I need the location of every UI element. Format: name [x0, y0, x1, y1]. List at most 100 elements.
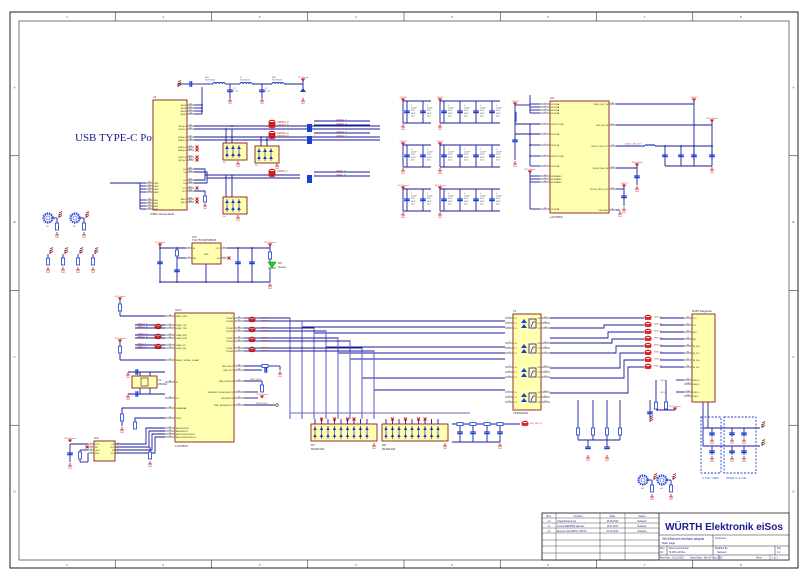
part-value: 100nF	[464, 108, 470, 110]
power-flag	[711, 120, 713, 122]
pin-number: 8	[118, 443, 119, 445]
gnd-label: GND	[268, 288, 273, 290]
pin-number: 5	[545, 123, 546, 125]
hole-ref: H2	[73, 226, 76, 228]
power-flag-label: 3V3_Board	[632, 161, 644, 164]
power-flag	[302, 79, 304, 81]
junction-dot	[693, 145, 695, 147]
part-value: 100nF	[480, 196, 486, 198]
pin-label: LEDG-	[693, 384, 700, 386]
resistor	[267, 251, 272, 260]
hole-ref: H1	[46, 226, 49, 228]
pin-label: ORG	[95, 450, 100, 452]
pin-number: 6	[118, 449, 119, 451]
column-marker: 2	[163, 563, 165, 567]
pin-label: TD+	[693, 318, 698, 320]
pin-number: 10	[544, 175, 546, 177]
pin-label: DO	[111, 453, 115, 455]
resistor	[147, 451, 152, 460]
net-port	[644, 342, 652, 348]
junction-dot	[159, 247, 161, 249]
power-flag	[69, 440, 71, 442]
resistor	[46, 257, 51, 266]
row-marker: A	[792, 85, 794, 89]
pin-label: EEDI/GPIO1	[176, 431, 189, 433]
net-label: USB2D_P	[137, 344, 147, 346]
pin-label: VSS	[95, 453, 100, 455]
power-flag	[402, 187, 404, 189]
pin-label: USB2_DP	[176, 345, 186, 347]
power-flag-label: 3V3_Board	[525, 168, 537, 171]
pin-label: NC	[217, 258, 221, 260]
net-label: USB3D2_N	[137, 337, 148, 339]
gnd-label: GND	[730, 461, 735, 463]
esd-ref: D3	[255, 165, 258, 167]
rj45-connector[interactable]: RJ45 MagJack P1TD+P2TD-P3RD+P4RD-P5BI_D3…	[684, 309, 716, 403]
pin-number: 42	[238, 327, 240, 329]
net-port	[268, 171, 276, 177]
transformer-winding	[530, 395, 535, 402]
net-label: USB2D_P	[336, 171, 346, 173]
part-value: FB2	[272, 77, 277, 79]
net-port	[248, 328, 256, 333]
resistor	[456, 422, 464, 426]
pin-label: VBUS_DET_IN	[594, 104, 609, 106]
pin-number: 30	[169, 407, 171, 409]
no-connect-mark	[227, 256, 231, 260]
gnd-label: GND	[401, 129, 406, 131]
pin-label: CLK	[110, 447, 115, 449]
ethernet-transformer[interactable]: T1 749022016 1C020X02C121X13C222X21C020X…	[505, 309, 550, 415]
part-value: 0402	[480, 113, 485, 115]
ethernet-controller-ic[interactable]: IC1A LAN7800 20VBUS_DET21USB3_TXP22USB3_…	[137, 308, 279, 448]
resistor	[469, 422, 477, 426]
column-marker: 8	[740, 563, 742, 567]
part-value: 0402	[464, 113, 469, 115]
part-value: X7R	[480, 110, 484, 112]
transformer-winding	[530, 321, 535, 328]
pin-label: CC2	[182, 191, 187, 193]
part-value: C	[427, 193, 429, 195]
esd-array-d8[interactable]: D8 82400102	[381, 423, 449, 451]
mdi-net-label: MDI3_N	[654, 366, 662, 368]
common-mode-choke	[307, 136, 312, 144]
no-connect-mark	[195, 148, 199, 152]
transformer-winding	[521, 319, 527, 323]
pin-label: TRD3N	[226, 351, 233, 353]
resistor	[605, 427, 610, 436]
gnd-label: GND	[710, 172, 715, 174]
part-value: 100nF	[480, 108, 486, 110]
pin-label: Dn	[183, 183, 187, 185]
modified-by-label: Modified By	[715, 547, 728, 550]
pin-number: 32	[612, 145, 614, 147]
power-led[interactable]: D5 Green	[267, 261, 287, 269]
pin-number: B3	[148, 188, 150, 190]
part-value: X7R	[496, 110, 500, 112]
pin-label: BI_D3-	[693, 353, 700, 355]
pin-label: XI	[176, 382, 178, 384]
pin-label: C2	[514, 353, 518, 355]
pin-label: SSRXn2	[178, 147, 187, 149]
gnd-label: GND	[650, 499, 655, 501]
column-marker: 7	[644, 15, 646, 19]
pin-label: EECLK/LED1/GPIO3	[176, 437, 196, 439]
pin-label: C1	[514, 372, 518, 374]
pin-label: TRD3P	[226, 348, 233, 350]
esd-array-d7[interactable]: D7 82400102	[310, 423, 378, 451]
phy-power-ic[interactable]: IC1 LAN7800 1VDD33A2VDD33A3VDD33A4VDD33A…	[540, 96, 642, 219]
power-flag	[693, 99, 695, 101]
crystal[interactable]: Y1 25MHz	[131, 375, 168, 389]
resistor	[591, 427, 596, 436]
net-label: USB3D2_P	[137, 334, 148, 336]
pin-label: IN	[193, 248, 196, 250]
pin-number: 25	[169, 344, 171, 346]
net-label: LED1	[660, 380, 666, 382]
hole-ref: H3	[641, 488, 644, 490]
usb-c-connector[interactable]: J1 USBC Receptacle A1VBUSA2VBUSA3VBUSA4V…	[146, 95, 194, 216]
net-label: TRD0N	[262, 321, 269, 323]
part-value: C	[496, 193, 498, 195]
net-port	[644, 358, 652, 363]
wire	[121, 407, 165, 414]
